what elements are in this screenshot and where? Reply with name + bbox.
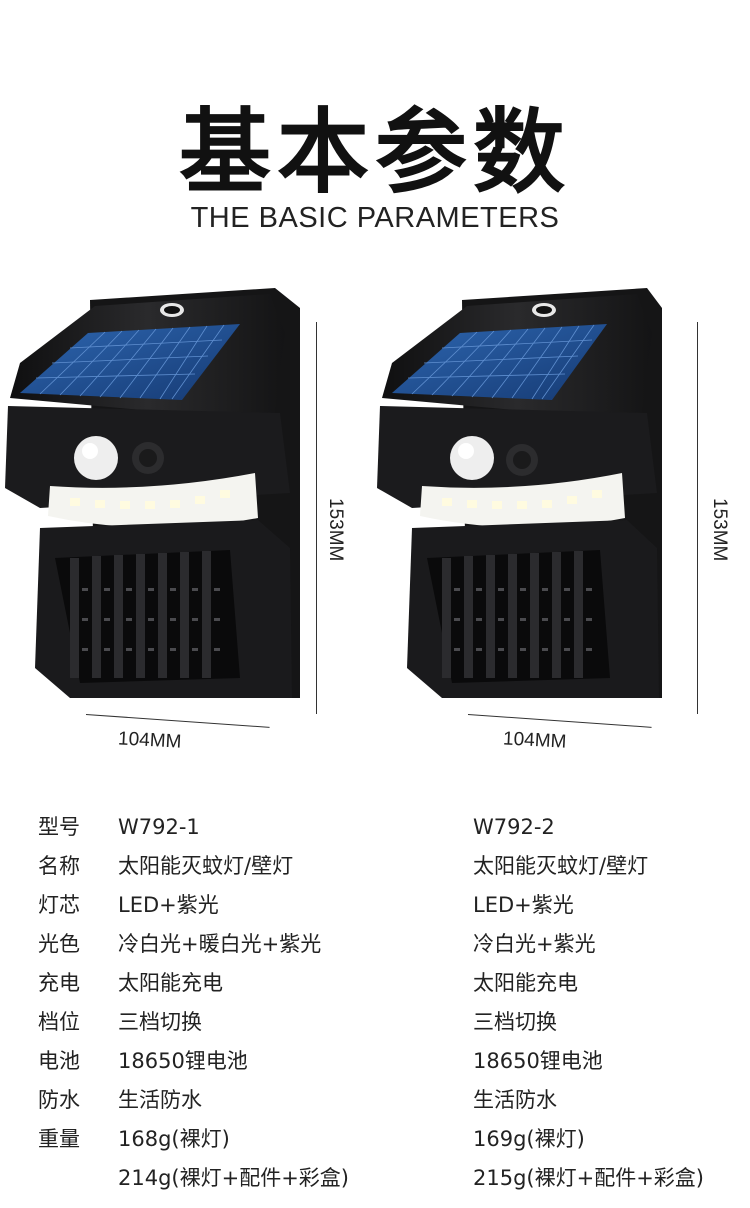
spec-value-w792-2: 生活防水: [473, 1088, 557, 1112]
page-title: 基本参数: [178, 99, 571, 206]
spec-label: 充电: [38, 971, 80, 995]
spec-row-name: 名称 太阳能灭蚊灯/壁灯 太阳能灭蚊灯/壁灯: [0, 851, 750, 890]
solar-lamp-illustration: [5, 288, 300, 698]
spec-value-w792-1: 214g(裸灯+配件+彩盒): [118, 1166, 349, 1190]
spec-table: 型号 W792-1 W792-2 名称 太阳能灭蚊灯/壁灯 太阳能灭蚊灯/壁灯 …: [0, 812, 750, 1202]
spec-value-w792-1: 太阳能充电: [118, 971, 223, 995]
spec-value-w792-1: 三档切换: [118, 1010, 202, 1034]
height-dimension-label: 153MM: [709, 498, 730, 562]
spec-row-modes: 档位 三档切换 三档切换: [0, 1007, 750, 1046]
spec-row-model: 型号 W792-1 W792-2: [0, 812, 750, 851]
page-subtitle: THE BASIC PARAMETERS: [190, 202, 560, 234]
spec-row-weight-packaged: 214g(裸灯+配件+彩盒) 215g(裸灯+配件+彩盒): [0, 1163, 750, 1202]
spec-row-led: 灯芯 LED+紫光 LED+紫光: [0, 890, 750, 929]
spec-row-light-color: 光色 冷白光+暖白光+紫光 冷白光+紫光: [0, 929, 750, 968]
spec-label: 档位: [38, 1010, 80, 1034]
spec-label: 型号: [38, 815, 80, 839]
spec-value-w792-2: 太阳能灭蚊灯/壁灯: [473, 854, 649, 878]
spec-row-charging: 充电 太阳能充电 太阳能充电: [0, 968, 750, 1007]
spec-label: 重量: [38, 1127, 80, 1151]
product-image-w792-2: [372, 288, 692, 728]
spec-value-w792-2: W792-2: [473, 815, 555, 839]
width-dimension-label: 104MM: [117, 728, 182, 753]
spec-value-w792-1: 18650锂电池: [118, 1049, 248, 1073]
width-dimension-label: 104MM: [502, 728, 567, 753]
spec-value-w792-1: 冷白光+暖白光+紫光: [118, 932, 322, 956]
spec-value-w792-2: 冷白光+紫光: [473, 932, 596, 956]
spec-label: 光色: [38, 932, 80, 956]
spec-label: 灯芯: [38, 893, 80, 917]
spec-value-w792-1: 168g(裸灯): [118, 1127, 230, 1151]
spec-value-w792-2: 18650锂电池: [473, 1049, 603, 1073]
spec-row-weight: 重量 168g(裸灯) 169g(裸灯): [0, 1124, 750, 1163]
spec-label: 名称: [38, 854, 80, 878]
spec-value-w792-2: 169g(裸灯): [473, 1127, 585, 1151]
spec-value-w792-1: W792-1: [118, 815, 200, 839]
spec-value-w792-2: 215g(裸灯+配件+彩盒): [473, 1166, 704, 1190]
spec-row-waterproof: 防水 生活防水 生活防水: [0, 1085, 750, 1124]
product-image-w792-1: [0, 288, 320, 728]
spec-label: 防水: [38, 1088, 80, 1112]
spec-value-w792-2: 太阳能充电: [473, 971, 578, 995]
height-dimension-line: [697, 322, 698, 714]
solar-lamp-illustration: [377, 288, 662, 698]
spec-label: 电池: [38, 1049, 80, 1073]
spec-value-w792-1: 太阳能灭蚊灯/壁灯: [118, 854, 294, 878]
spec-value-w792-1: 生活防水: [118, 1088, 202, 1112]
height-dimension-line: [316, 322, 317, 714]
spec-value-w792-2: LED+紫光: [473, 893, 574, 917]
spec-row-battery: 电池 18650锂电池 18650锂电池: [0, 1046, 750, 1085]
spec-value-w792-2: 三档切换: [473, 1010, 557, 1034]
spec-value-w792-1: LED+紫光: [118, 893, 219, 917]
height-dimension-label: 153MM: [325, 498, 346, 562]
